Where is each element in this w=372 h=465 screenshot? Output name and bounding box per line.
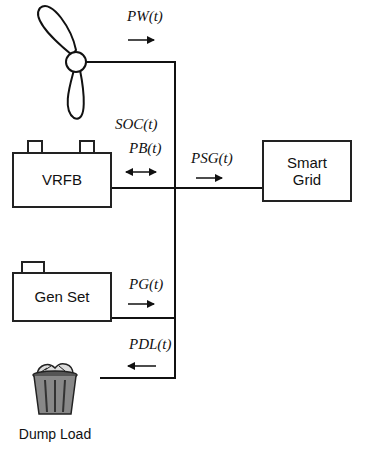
flow-arrow [128,303,154,305]
signal-label: PW(t) [126,8,164,25]
wind-turbine [38,6,86,119]
dump-load: Dump Load [10,360,100,450]
node-label: Gen Set [34,288,89,305]
signal-label: PB(t) [128,140,162,157]
flow-arrow [128,365,156,367]
node-label: Smart Grid [279,154,335,189]
battery-box: VRFB [12,152,112,208]
flow-arrow [126,171,156,173]
trash-can-icon [25,360,85,418]
signal-label: PSG(t) [190,150,234,167]
signal-label: SOC(t) [114,116,159,133]
node-label: VRFB [42,171,82,188]
power-line [112,188,262,318]
signal-label: PDL(t) [128,336,173,353]
node-label: Dump Load [19,426,91,442]
signal-label: PG(t) [128,276,164,293]
power-line [100,188,262,378]
flow-arrow [128,39,154,41]
genset-box: Gen Set [12,272,112,322]
flow-arrow [196,177,222,179]
grid-box: Smart Grid [262,140,352,202]
